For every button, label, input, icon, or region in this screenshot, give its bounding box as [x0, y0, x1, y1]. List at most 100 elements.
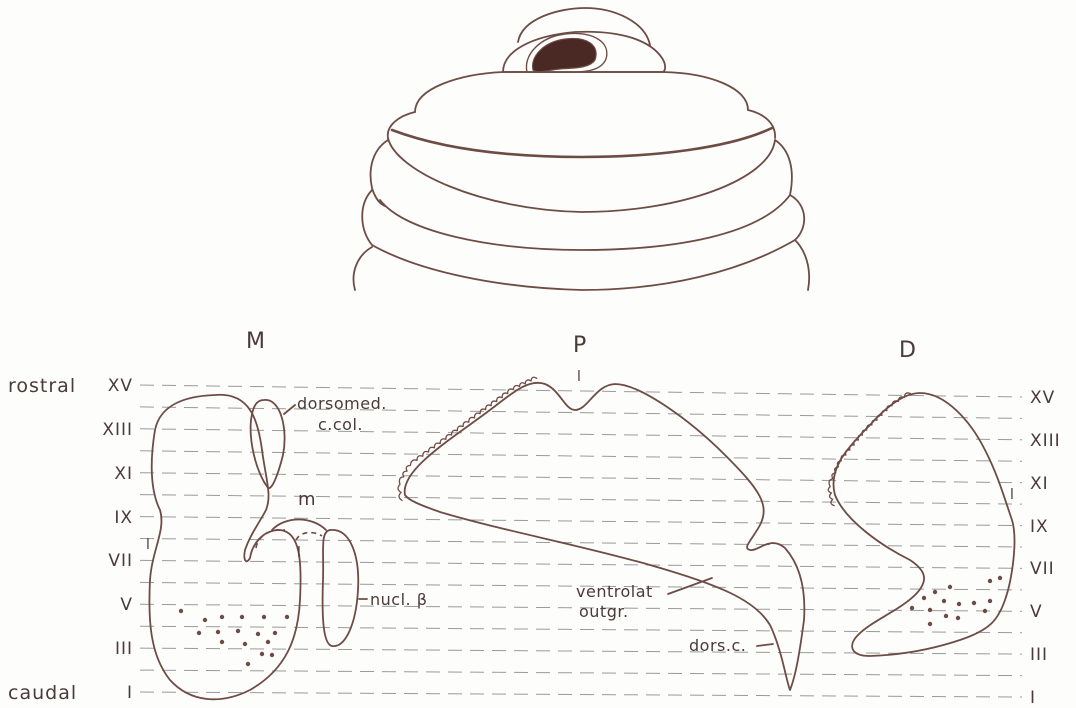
section-d-scalloped-edge	[828, 393, 910, 506]
cell-dot	[216, 630, 220, 634]
section-m: dorsomed. c.col. m l l nucl. β	[146, 394, 427, 699]
ventrolat-label: ventrolat	[576, 582, 653, 601]
cell-dot	[273, 631, 277, 635]
cell-dot	[285, 615, 289, 619]
cell-dot	[270, 653, 274, 657]
right-level-ix: IX	[1030, 517, 1049, 537]
cell-dot	[998, 576, 1002, 580]
cell-dot	[243, 642, 247, 646]
cell-dot	[220, 640, 224, 644]
band-3-right-side	[775, 140, 792, 195]
level-gridline	[140, 560, 1022, 568]
right-level-vii: VII	[1030, 559, 1055, 579]
cell-dot	[266, 640, 270, 644]
right-level-axis: XV XIII XI IX VII V III I	[1030, 388, 1061, 708]
dorsomedial-column-lobe	[251, 400, 285, 488]
section-label-m: M	[246, 329, 265, 354]
m-dashed-arc-right	[296, 533, 322, 540]
cell-dot	[236, 629, 240, 633]
dors-c-leader-line	[757, 644, 773, 646]
cell-dot	[928, 608, 932, 612]
ventrolat-leader-line	[668, 578, 712, 594]
caudal-label: caudal	[8, 682, 77, 704]
section-label-d: D	[899, 338, 916, 363]
dorsomed-leader-line	[284, 405, 295, 414]
section-m-cell-dots	[179, 609, 289, 666]
l-label-p-top: l	[577, 369, 581, 385]
rostral-label: rostral	[8, 375, 76, 397]
section-label-p: P	[573, 333, 586, 358]
cell-dot	[928, 622, 932, 626]
left-level-axis: rostral caudal XV XIII XI IX VII V III I	[8, 375, 133, 704]
level-gridline	[140, 517, 1022, 526]
right-level-xiii: XIII	[1030, 431, 1061, 451]
cell-dot	[983, 609, 987, 613]
cell-dot	[910, 606, 914, 610]
level-gridline	[140, 539, 1022, 548]
top-view-drawing	[354, 8, 810, 290]
level-gridline	[140, 626, 1022, 633]
left-level-xi: XI	[114, 464, 133, 484]
l-label-m-left: l	[146, 537, 150, 553]
scallop-line	[828, 393, 910, 506]
left-level-vii: VII	[108, 551, 133, 571]
c-col-label: c.col.	[318, 415, 363, 434]
nucl-beta-label: nucl. β	[370, 590, 427, 609]
band-4-bottom-outline	[372, 240, 795, 290]
level-gridline	[140, 692, 1022, 697]
level-gridline	[140, 451, 1022, 462]
left-level-iii: III	[115, 639, 133, 659]
cell-dot	[260, 652, 264, 656]
cell-dot	[957, 602, 961, 606]
band-2-bottom-outline	[388, 138, 775, 212]
level-gridline	[140, 385, 1022, 397]
right-level-v: V	[1030, 602, 1043, 622]
cell-dot	[246, 662, 250, 666]
right-level-iii: III	[1030, 645, 1048, 665]
section-p-scalloped-edge	[398, 377, 537, 500]
band-1-boundary-line	[392, 128, 772, 157]
outgr-label: outgr.	[579, 602, 629, 621]
right-level-xv: XV	[1030, 388, 1055, 408]
cell-dot	[197, 631, 201, 635]
cell-dot	[256, 632, 260, 636]
left-lower-lobe	[354, 247, 372, 290]
cell-dot	[220, 615, 224, 619]
left-level-ix: IX	[114, 508, 133, 528]
cell-dot	[948, 585, 952, 589]
level-gridline	[140, 495, 1022, 505]
m-connection-arc	[272, 520, 326, 531]
right-lower-lobe	[795, 240, 809, 290]
band-1-top-outline	[415, 72, 748, 112]
scallop-line	[398, 377, 537, 500]
cell-dot	[240, 615, 244, 619]
band-3-left-side	[371, 140, 388, 206]
cell-dot	[988, 599, 992, 603]
cell-dot	[944, 614, 948, 618]
cell-dot	[203, 618, 207, 622]
left-level-v: V	[120, 595, 133, 615]
band-4-right-side	[790, 195, 804, 240]
cell-dot	[933, 590, 937, 594]
cell-dot	[956, 616, 960, 620]
level-gridline	[140, 429, 1022, 440]
cell-dot	[988, 579, 992, 583]
left-level-xv: XV	[108, 376, 133, 396]
cell-dot	[922, 596, 926, 600]
l-label-d: l	[1010, 487, 1014, 503]
right-level-i: I	[1030, 688, 1036, 708]
m-label: m	[298, 489, 316, 510]
band-3-bottom-outline	[380, 195, 790, 250]
cell-dot	[262, 615, 266, 619]
dors-c-label: dors.c.	[689, 636, 746, 655]
cell-dot	[179, 609, 183, 613]
section-p: l ventrolat outgr. dors.c.	[398, 369, 804, 690]
level-gridlines	[140, 385, 1022, 697]
band-4-left-side	[362, 190, 372, 245]
l-label-m-inner: l	[297, 545, 301, 561]
level-gridline	[140, 473, 1022, 483]
section-m-main-outline	[149, 395, 300, 700]
nucleus-beta-outline	[323, 530, 359, 646]
cell-dot	[972, 601, 976, 605]
